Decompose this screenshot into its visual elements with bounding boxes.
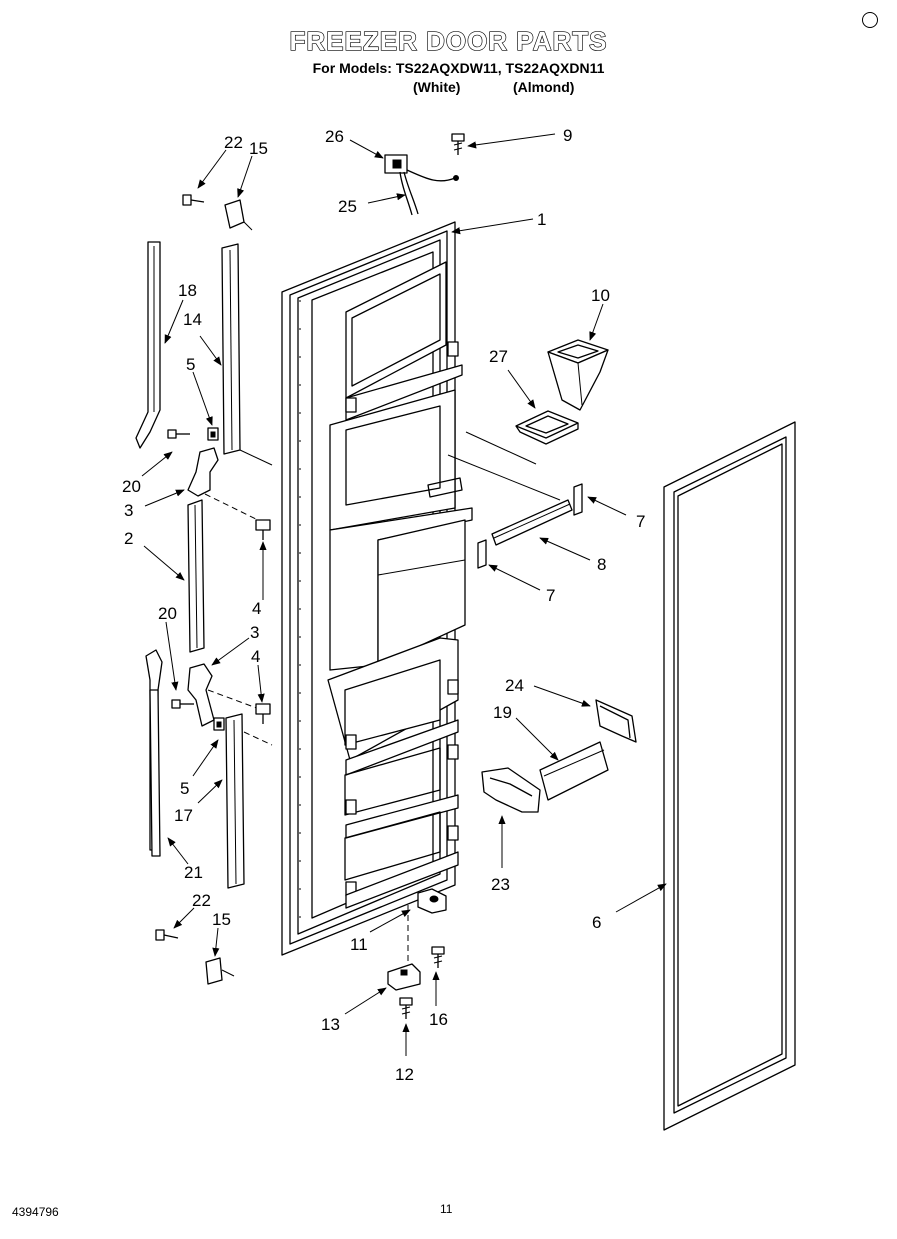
- callout-20-lower: 20: [158, 604, 177, 623]
- funnel-part-10: [547, 339, 609, 411]
- hinge-rail-part-2: [187, 499, 205, 653]
- callout-22-lower: 22: [192, 891, 211, 910]
- screw-part-22-upper: [182, 194, 205, 206]
- callout-16: 16: [429, 1010, 448, 1029]
- callout-25: 25: [338, 197, 357, 216]
- door-gasket-part-6: [663, 421, 796, 1131]
- hinge-part-3-upper: [187, 447, 263, 523]
- small-bracket-part-5-lower: [213, 717, 225, 731]
- callout-15-lower: 15: [212, 910, 231, 929]
- callout-1: 1: [537, 210, 546, 229]
- bracket-part-24: [595, 699, 637, 743]
- callout-3-lower: 3: [250, 623, 259, 642]
- hinge-channel-part-14: [221, 243, 273, 466]
- screw-part-22-lower: [155, 929, 179, 941]
- screw-part-4-upper: [255, 519, 271, 540]
- callout-5-upper: 5: [186, 355, 195, 374]
- bracket-part-7-lower: [477, 539, 487, 569]
- callout-18: 18: [178, 281, 197, 300]
- callout-15-upper: 15: [249, 139, 268, 158]
- variant-almond: (Almond): [513, 79, 575, 95]
- callout-22-upper: 22: [224, 133, 243, 152]
- callout-27: 27: [489, 347, 508, 366]
- callout-24: 24: [505, 676, 524, 695]
- bushing-part-13: [387, 963, 421, 991]
- callout-7-lower: 7: [546, 586, 555, 605]
- page-number: 11: [440, 1202, 453, 1216]
- seal-strip-part-18: [135, 241, 161, 449]
- callout-10: 10: [591, 286, 610, 305]
- callout-3-upper: 3: [124, 501, 133, 520]
- punch-hole-circle: [862, 12, 878, 28]
- callout-5-lower: 5: [180, 779, 189, 798]
- screw-part-12: [399, 997, 413, 1019]
- callout-17: 17: [174, 806, 193, 825]
- callout-7-upper: 7: [636, 512, 645, 531]
- callout-14: 14: [183, 310, 202, 329]
- leader-arrows: [141, 133, 667, 1056]
- gasket-part-27: [515, 410, 579, 445]
- page-title: FREEZER DOOR PARTS: [289, 25, 608, 56]
- callout-13: 13: [321, 1015, 340, 1034]
- seal-strip-part-21: [149, 689, 161, 857]
- callout-26: 26: [325, 127, 344, 146]
- callout-labels: 22 15 26 9 25 1 18 14 5 10 27 20 3 7 2 8…: [122, 126, 645, 1084]
- trim-part-8: [491, 499, 573, 546]
- models-line: For Models: TS22AQXDW11, TS22AQXDN11: [312, 60, 605, 76]
- callout-4-upper: 4: [252, 599, 261, 618]
- hinge-part-3-lower: [187, 663, 263, 727]
- panel-part-19: [539, 741, 609, 801]
- callout-4-lower: 4: [251, 647, 260, 666]
- screw-part-4-lower: [255, 703, 271, 724]
- wire-harness-part-25-26: [384, 154, 459, 216]
- screw-part-20-upper: [167, 429, 190, 439]
- door-liner-part-1: [281, 221, 473, 956]
- callout-9: 9: [563, 126, 572, 145]
- callout-20-upper: 20: [122, 477, 141, 496]
- callout-11: 11: [350, 935, 368, 954]
- screw-part-20-lower: [171, 699, 194, 709]
- screw-part-9: [451, 133, 465, 155]
- callout-2: 2: [124, 529, 133, 548]
- bracket-part-7-upper: [573, 483, 583, 516]
- variant-white: (White): [413, 79, 461, 95]
- callout-21: 21: [184, 863, 203, 882]
- hinge-channel-part-17: [225, 713, 273, 889]
- callout-6: 6: [592, 913, 601, 932]
- callout-19: 19: [493, 703, 512, 722]
- bracket-part-23: [481, 767, 541, 813]
- callout-8: 8: [597, 555, 606, 574]
- clip-part-15-lower: [205, 957, 235, 985]
- screw-part-16: [431, 946, 445, 968]
- small-bracket-part-5-upper: [207, 427, 219, 441]
- callout-12: 12: [395, 1065, 414, 1084]
- callout-23: 23: [491, 875, 510, 894]
- document-number: 4394796: [12, 1205, 59, 1219]
- clip-part-15-upper: [224, 199, 253, 231]
